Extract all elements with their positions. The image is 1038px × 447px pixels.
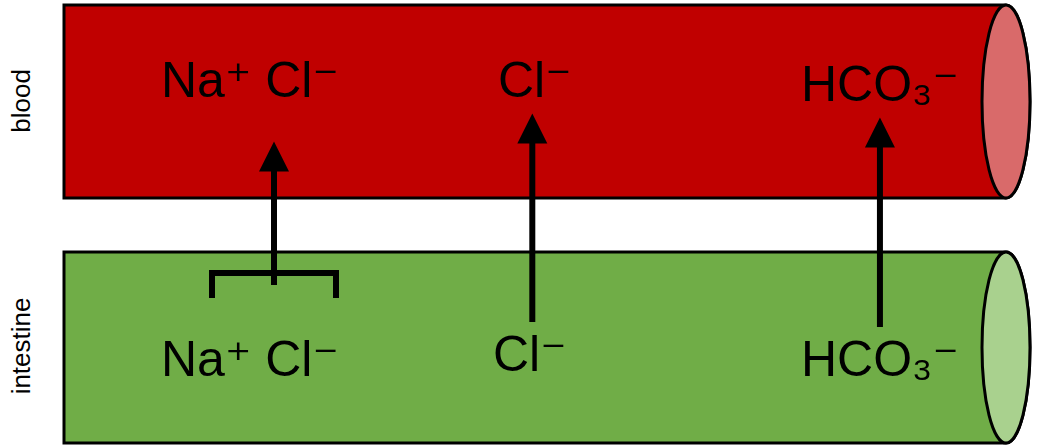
transport-arrow <box>865 118 895 328</box>
tube-end <box>982 252 1030 443</box>
arrow-head <box>517 114 547 144</box>
arrow-head <box>865 118 895 148</box>
transport-arrow <box>517 114 547 323</box>
ion-label: HCO₃⁻ <box>795 327 965 393</box>
vessel-label: blood <box>7 69 37 133</box>
transport-arrow <box>259 142 289 286</box>
tube-body <box>64 5 1030 198</box>
ion-label: Cl⁻ <box>492 48 578 114</box>
ion-label: HCO₃⁻ <box>795 52 965 118</box>
ion-formula: Na⁺ Cl⁻ <box>161 331 339 389</box>
ion-label: Na⁺ Cl⁻ <box>155 285 345 393</box>
ion-formula: Cl⁻ <box>498 52 572 110</box>
ion-formula: HCO₃⁻ <box>801 56 959 114</box>
arrow-shaft <box>877 140 883 328</box>
vessel-tube: bloodNa⁺ Cl⁻Cl⁻HCO₃⁻ <box>62 3 1032 200</box>
ion-formula: Na⁺ Cl⁻ <box>161 52 339 110</box>
ion-formula: HCO₃⁻ <box>801 331 959 389</box>
ion-label: Cl⁻ <box>487 322 573 388</box>
arrow-shaft <box>529 136 535 323</box>
ion-formula: Cl⁻ <box>493 326 567 384</box>
vessel-tube: intestineNa⁺ Cl⁻Cl⁻HCO₃⁻ <box>62 250 1032 445</box>
arrow-shaft <box>271 164 277 286</box>
bracket <box>212 273 336 298</box>
ion-label: Na⁺ Cl⁻ <box>155 48 345 142</box>
tube-end <box>982 5 1030 198</box>
vessel-label: intestine <box>7 298 37 395</box>
tube-body <box>64 252 1030 443</box>
arrow-head <box>259 142 289 172</box>
